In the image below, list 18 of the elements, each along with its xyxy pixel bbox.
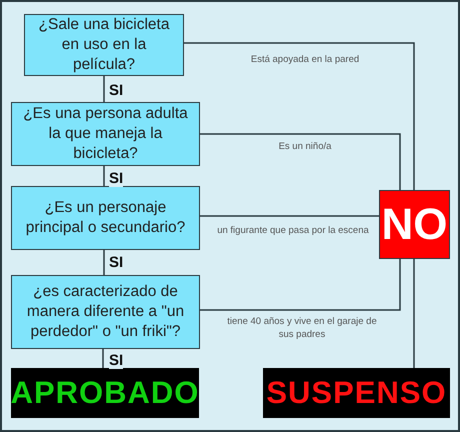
- connector-line: [103, 250, 105, 275]
- result-box: SUSPENSO: [263, 368, 450, 418]
- connector-line: [200, 133, 401, 190]
- connector-line: [103, 76, 105, 102]
- edge-label: SI: [109, 170, 124, 187]
- question-box: ¿Sale una bicicleta en uso en la película?: [24, 14, 184, 76]
- question-box: ¿Es una persona adulta la que maneja la bicicleta?: [11, 102, 200, 166]
- connector-line: [200, 259, 401, 311]
- question-box: ¿es caracterizado de manera diferente a "un perdedor" o "un friki"?: [11, 275, 200, 349]
- connector-line: [184, 42, 415, 190]
- result-box: APROBADO: [11, 368, 199, 418]
- question-box: ¿Es un personaje principal o secundario?: [11, 186, 200, 250]
- connector-line: [200, 215, 379, 217]
- answer-box: NO: [379, 190, 450, 259]
- connector-line: [103, 166, 105, 186]
- edge-label: SI: [109, 352, 124, 369]
- connector-line: [413, 259, 415, 368]
- connector-line: [102, 349, 104, 368]
